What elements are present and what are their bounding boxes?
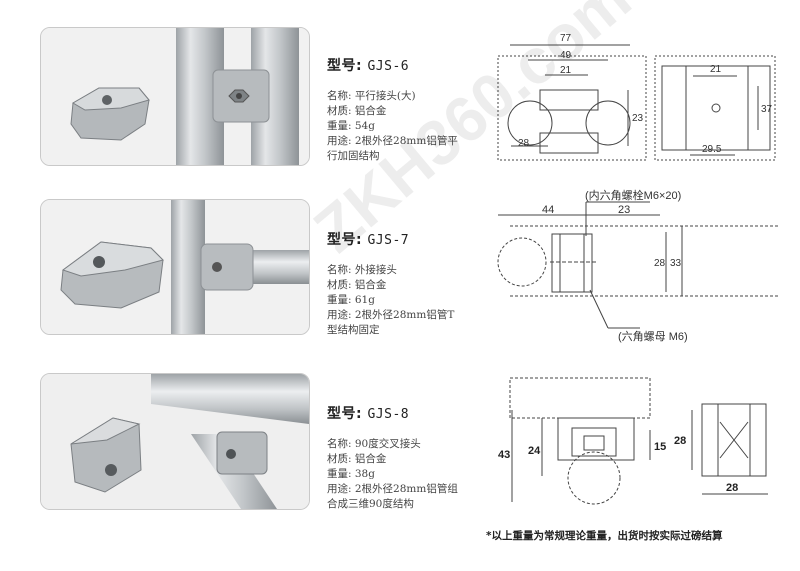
dim-label: 29.5 — [702, 144, 722, 155]
spec-name: 名称: 外接接头 — [327, 264, 397, 276]
model-title: 型号: GJS-8 — [327, 403, 487, 423]
spec-usage: 用途: 2根外径28mm铝管平 — [327, 135, 458, 147]
dim-label: 33 — [670, 258, 682, 269]
dim-label: 21 — [560, 65, 572, 76]
dim-label: 43 — [498, 449, 510, 461]
dim-label: 28 — [654, 258, 666, 269]
spec-usage-cont: 行加固结构 — [327, 150, 380, 162]
bolt-callout: (内六角螺栓M6×20) — [585, 188, 681, 202]
dim-label: 15 — [654, 441, 666, 453]
spec-weight: 重量: 61g — [327, 294, 375, 306]
dim-label: 23 — [632, 113, 644, 124]
dim-label: 77 — [560, 33, 572, 44]
dim-label: 28 — [674, 435, 686, 447]
spec-usage: 用途: 2根外径28mm铝管T — [327, 309, 455, 321]
model-title: 型号: GJS-6 — [327, 55, 487, 75]
technical-drawing-gjs-8: 43 24 15 28 28 — [498, 377, 768, 505]
product-photo-gjs-7 — [40, 199, 310, 335]
weight-footnote: *以上重量为常规理论重量，出货时按实际过磅结算 — [486, 530, 723, 542]
spec-name: 名称: 平行接头(大) — [327, 90, 416, 102]
spec-weight: 重量: 38g — [327, 468, 375, 480]
spec-block-gjs-8: 型号: GJS-8 名称: 90度交叉接头 材质: 铝合金 重量: 38g 用途… — [327, 403, 487, 512]
product-photo-gjs-8 — [40, 373, 310, 510]
spec-name: 名称: 90度交叉接头 — [327, 438, 421, 450]
model-code: GJS-7 — [367, 233, 410, 248]
dim-label: 37 — [761, 104, 773, 115]
dim-label: 24 — [528, 445, 541, 457]
spec-block-gjs-7: 型号: GJS-7 名称: 外接接头 材质: 铝合金 重量: 61g 用途: 2… — [327, 229, 487, 338]
spec-material: 材质: 铝合金 — [327, 105, 387, 117]
dim-label: 23 — [618, 204, 630, 216]
dim-label: 44 — [542, 204, 554, 216]
spec-material: 材质: 铝合金 — [327, 279, 387, 291]
spec-usage-cont: 合成三维90度结构 — [327, 498, 414, 510]
spec-weight: 重量: 54g — [327, 120, 375, 132]
technical-drawing-gjs-7: (内六角螺栓M6×20) 44 23 28 33 (六角螺母 M6) — [497, 188, 780, 343]
spec-usage: 用途: 2根外径28mm铝管组 — [327, 483, 458, 495]
model-label: 型号: — [327, 232, 363, 248]
model-label: 型号: — [327, 58, 363, 74]
technical-drawing-gjs-6: 77 49 21 23 28 21 37 29.5 — [497, 33, 776, 161]
dim-label: 49 — [560, 50, 572, 61]
model-code: GJS-8 — [367, 407, 410, 422]
nut-callout: (六角螺母 M6) — [618, 330, 688, 343]
product-photo-gjs-6 — [40, 27, 310, 166]
dim-label: 28 — [518, 138, 530, 149]
dim-label: 28 — [726, 482, 738, 494]
spec-usage-cont: 型结构固定 — [327, 324, 380, 336]
dim-label: 21 — [710, 64, 722, 75]
model-code: GJS-6 — [367, 59, 410, 74]
model-title: 型号: GJS-7 — [327, 229, 487, 249]
spec-block-gjs-6: 型号: GJS-6 名称: 平行接头(大) 材质: 铝合金 重量: 54g 用途… — [327, 55, 487, 164]
spec-material: 材质: 铝合金 — [327, 453, 387, 465]
model-label: 型号: — [327, 406, 363, 422]
